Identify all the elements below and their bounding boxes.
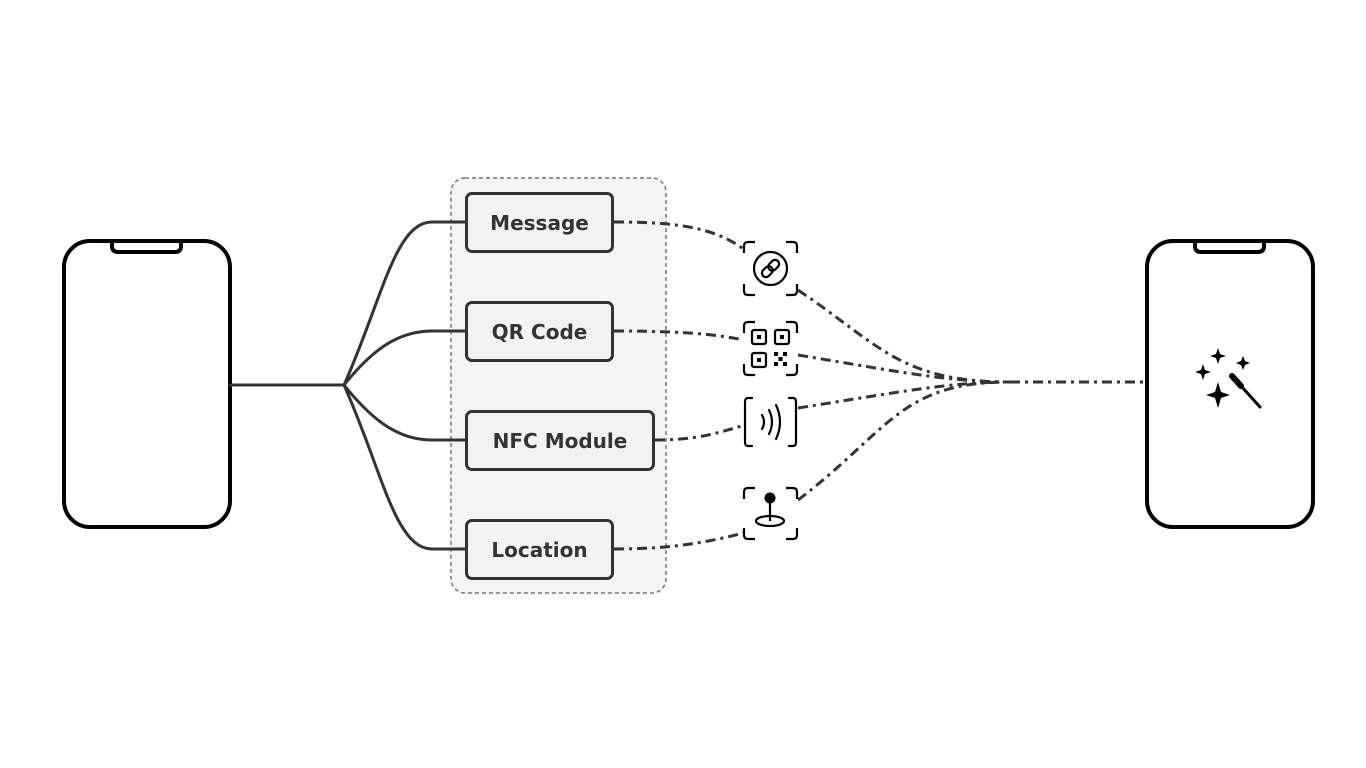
- dash-line-nfc-a: [654, 423, 746, 442]
- methods-group-container: [450, 177, 667, 594]
- dash-line-qr-b: [797, 353, 1011, 384]
- target-phone-icon: [1145, 239, 1315, 529]
- method-box-nfc-module: NFC Module: [465, 410, 655, 471]
- qr-code-icon: [742, 320, 799, 377]
- dash-line-nfc-b: [797, 380, 1011, 410]
- target-connectors: [613, 220, 1146, 551]
- branch-line-message: [342, 220, 467, 387]
- dash-line-location-b: [797, 380, 1011, 502]
- dash-line-qr-a: [613, 329, 745, 342]
- method-box-location: Location: [465, 519, 614, 580]
- branch-line-nfc-module: [342, 383, 467, 442]
- method-box-qr-code: QR Code: [465, 301, 614, 362]
- source-phone-icon: [62, 239, 232, 529]
- nfc-icon: [743, 396, 798, 448]
- branch-line-qr-code: [342, 329, 467, 387]
- method-box-message: Message: [465, 192, 614, 253]
- dash-line-message-a: [613, 220, 746, 252]
- dash-line-message-b: [797, 288, 1011, 384]
- dash-line-location-a: [613, 531, 745, 551]
- magic-wand-sparkles-icon: [1195, 348, 1262, 409]
- branch-line-location: [342, 383, 467, 551]
- source-connectors: [228, 220, 467, 551]
- location-pin-icon: [742, 486, 799, 541]
- link-icon: [742, 240, 799, 297]
